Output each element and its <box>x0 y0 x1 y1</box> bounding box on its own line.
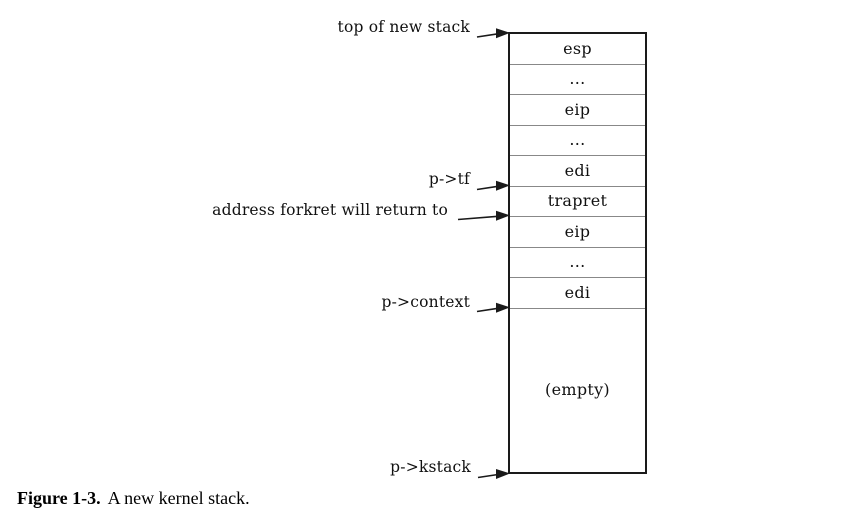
stack-cell-ellipsis-1: ... <box>510 65 645 95</box>
arrow-p-kstack <box>477 469 510 479</box>
figure-caption: Figure 1-3. A new kernel stack. <box>17 487 250 509</box>
stack-cell-ellipsis-2: ... <box>510 126 645 156</box>
annotation-p-kstack: p->kstack <box>390 458 471 476</box>
stack-cell-ellipsis-3: ... <box>510 248 645 278</box>
annotation-p-tf: p->tf <box>428 170 470 188</box>
annotation-p-context: p->context <box>381 293 470 311</box>
stack-cell-trapret: trapret <box>510 187 645 217</box>
arrow-p-context <box>476 302 510 313</box>
stack-cell-empty: (empty) <box>545 380 610 400</box>
stack-cell-esp: esp <box>510 34 645 65</box>
annotation-forkret-return: address forkret will return to <box>212 201 448 219</box>
stack-cell-eip-1: eip <box>510 95 645 126</box>
figure-caption-number: Figure 1-3. <box>17 488 101 508</box>
annotation-top-of-new-stack: top of new stack <box>337 18 470 36</box>
stack-cell-eip-2: eip <box>510 217 645 248</box>
stack-box: esp ... eip ... edi trapret eip ... edi … <box>508 32 647 474</box>
stack-cell-edi-1: edi <box>510 156 645 187</box>
figure-caption-text: A new kernel stack. <box>107 488 250 508</box>
stack-cell-edi-2: edi <box>510 278 645 309</box>
arrow-p-tf <box>476 180 510 191</box>
arrow-forkret-return <box>457 210 510 221</box>
arrow-top-of-new-stack <box>476 28 510 39</box>
